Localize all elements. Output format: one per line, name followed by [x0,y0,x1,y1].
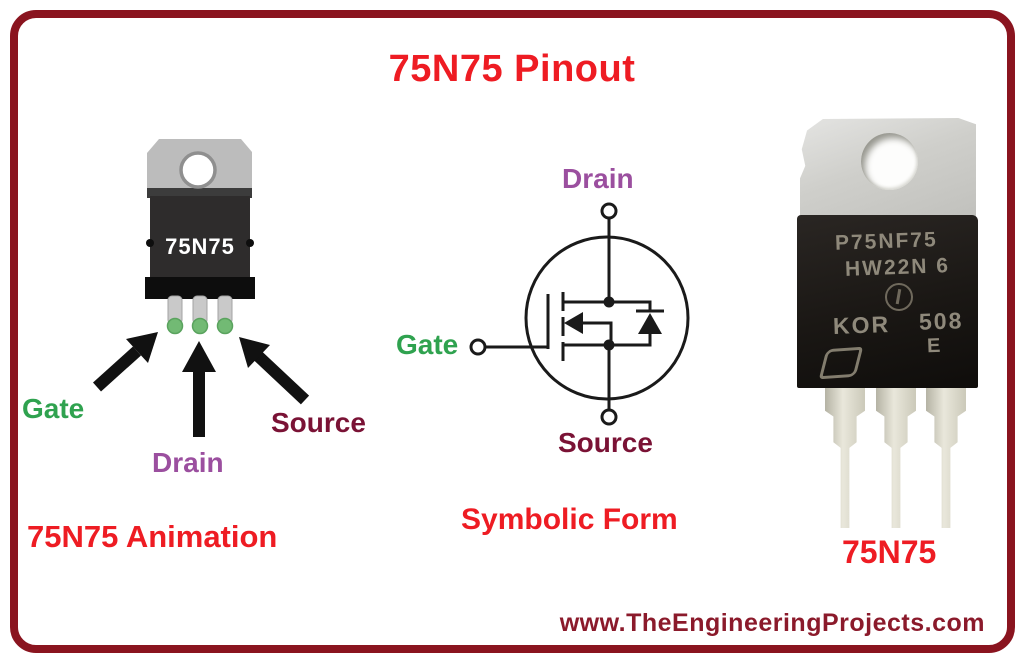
gate-pin-tip [166,317,184,335]
photo-marking-lot: HW22N 6 [844,254,951,281]
symbol-drain-label: Drain [562,163,634,194]
drain-pin-tip [191,317,209,335]
date-code-circle-icon [884,282,914,312]
drain-terminal [600,202,618,220]
body-side-notch [146,239,154,247]
pin-arrows [92,332,310,437]
photo-marking-rev: E [926,334,943,358]
symbol-source-label: Source [558,427,653,458]
photo-caption: 75N75 [842,534,937,570]
gate-terminal [469,338,487,356]
body-link [578,321,613,345]
mounting-hole [179,151,217,189]
symbol-gate-label: Gate [396,329,459,360]
left-gate-label: Gate [22,393,85,424]
symbolic-caption: Symbolic Form [461,503,678,536]
symbol-enclosure-circle [524,235,690,401]
package-tab-shadow [147,188,252,198]
body-side-notch [246,239,254,247]
source-arrow-head [239,337,270,368]
package-body [150,196,250,278]
diode-branch-top [609,300,652,311]
gate-arrow-icon [92,346,142,392]
left-source-label: Source [271,407,366,438]
left-caption: 75N75 Animation [27,519,278,554]
chip-label: 75N75 [165,234,235,259]
page-title: 75N75 Pinout [388,48,636,90]
to220-illustration: 75N75 [145,139,255,335]
source-arrow-icon [252,350,310,405]
diode-branch-bottom [609,334,652,347]
package-legs [166,295,234,335]
photo-marking-origin: KOR [832,311,891,339]
left-drain-label: Drain [152,447,224,478]
body-arrow-head [564,312,583,334]
photo-marking-datecode: 508 [918,307,964,335]
package-base-strip [145,277,255,299]
photo-package-body: P75NF75 HW22N 6 KOR 508 E [797,215,978,388]
st-logo-icon [818,346,864,380]
drain-arrow-head [182,341,216,372]
website-url: www.TheEngineeringProjects.com [559,609,985,637]
source-terminal [600,408,618,426]
gate-arrow-head [126,332,158,363]
diode-triangle [638,313,662,334]
photo-marking-partnumber: P75NF75 [834,228,939,255]
mosfet-symbol [469,202,690,426]
source-pin-tip [216,317,234,335]
photo-mounting-hole [861,133,918,190]
